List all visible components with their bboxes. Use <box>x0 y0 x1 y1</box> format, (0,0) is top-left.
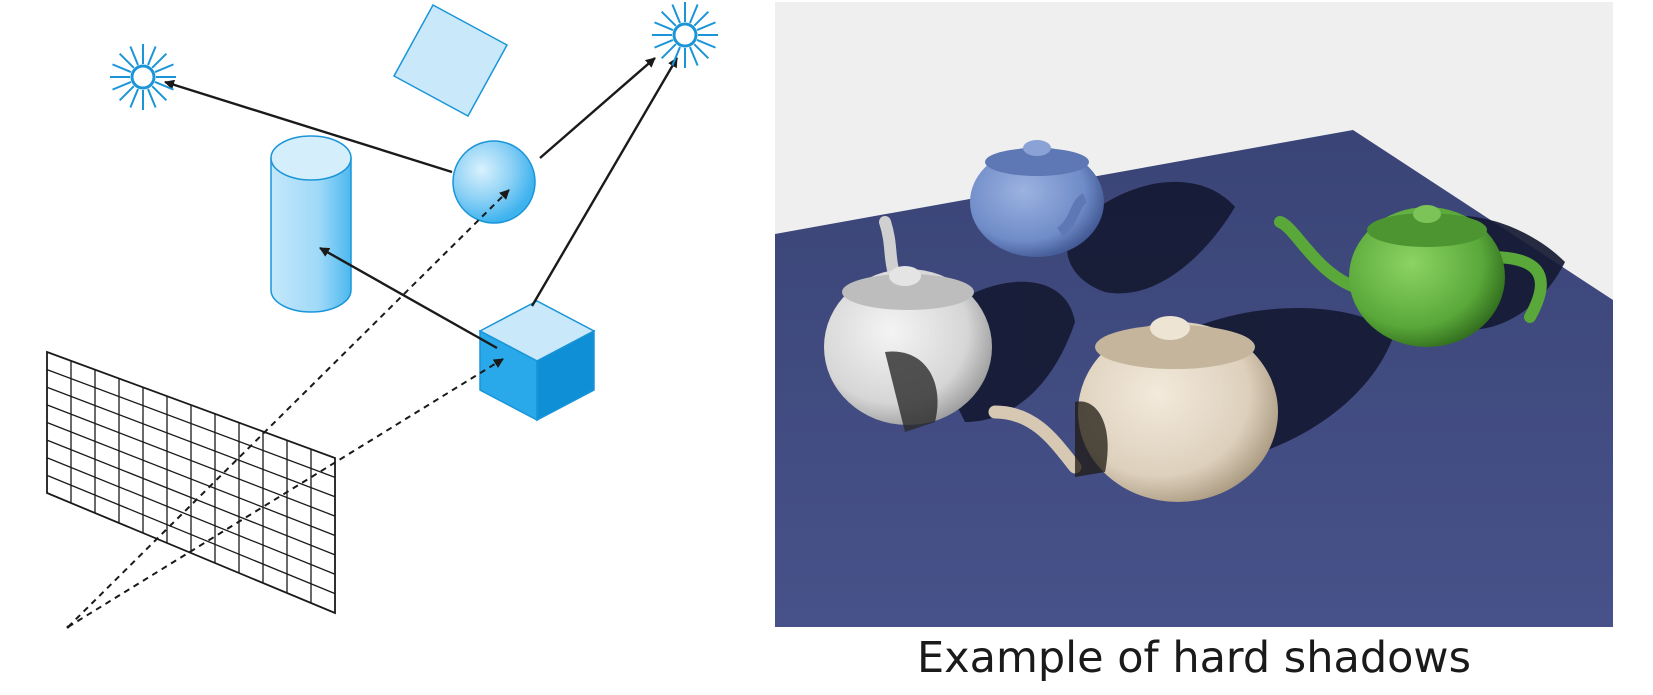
light-source-icon <box>652 2 718 68</box>
cylinder-object <box>271 136 351 312</box>
image-plane-grid <box>47 352 335 613</box>
figure-caption: Example of hard shadows <box>775 628 1613 688</box>
square-object <box>394 5 507 116</box>
hard-shadows-render <box>775 2 1613 627</box>
sphere-object <box>453 141 535 223</box>
ray-tracing-diagram <box>0 0 770 695</box>
teapot-blue <box>970 140 1104 257</box>
eye-point-icon <box>67 626 70 629</box>
cube-object <box>480 301 594 420</box>
shadow-rays <box>165 58 677 348</box>
light-source-icon <box>110 44 176 110</box>
